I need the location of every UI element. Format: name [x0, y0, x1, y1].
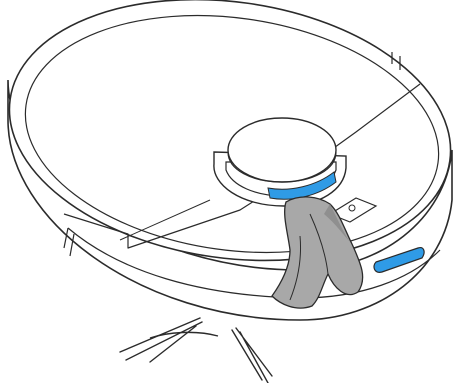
side-brush-left — [120, 318, 202, 362]
lidar-top-cap — [228, 118, 336, 182]
side-brushes — [120, 318, 272, 383]
side-brush-right — [232, 328, 272, 383]
sensor-plate-dot — [349, 205, 355, 211]
